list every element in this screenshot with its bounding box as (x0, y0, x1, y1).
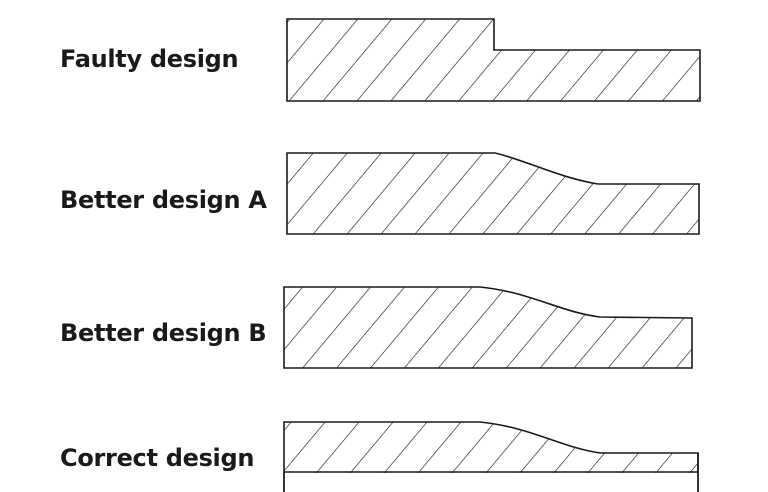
better-design-b-label: Better design B (60, 319, 267, 347)
better-design-a-shape (286, 152, 700, 235)
better-design-b-shape (283, 286, 693, 369)
faulty-design-shape (286, 18, 701, 102)
better-design-a-label: Better design A (60, 186, 267, 214)
correct-design-label: Correct design (60, 444, 255, 472)
faulty-design-label: Faulty design (60, 45, 239, 73)
